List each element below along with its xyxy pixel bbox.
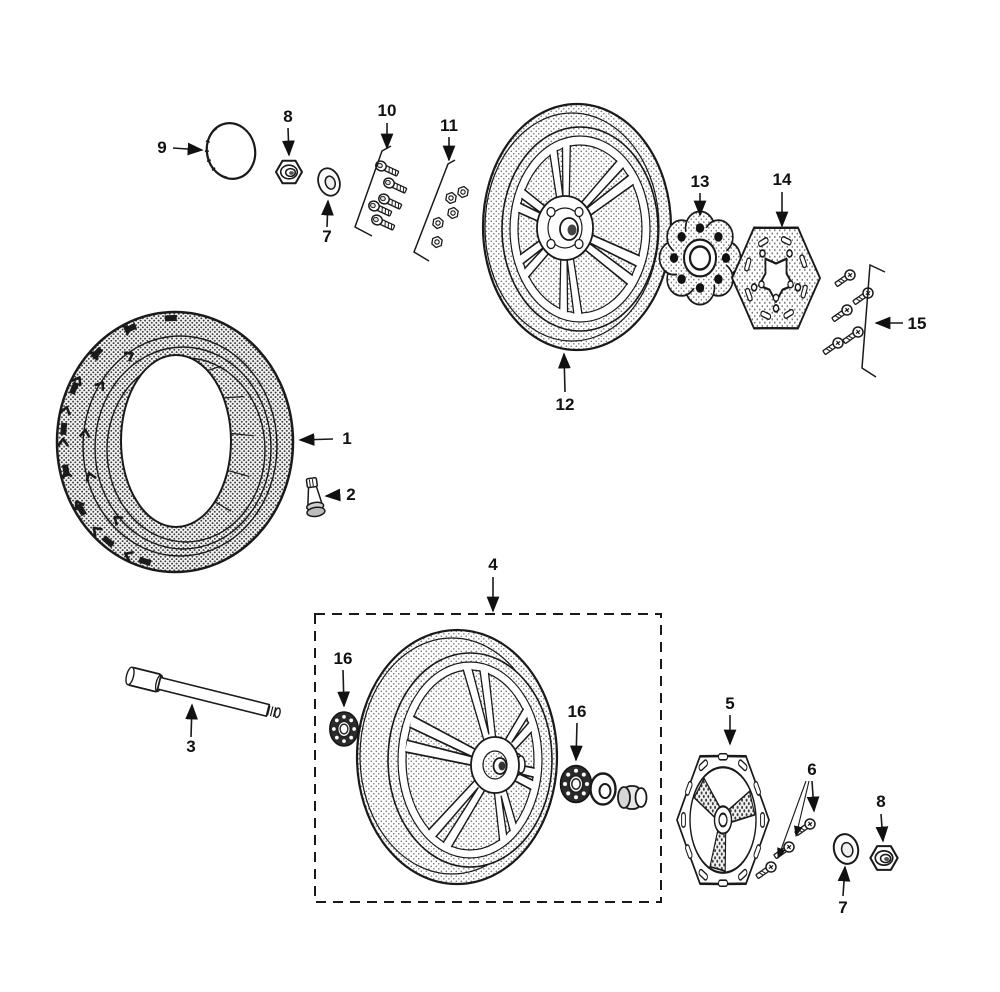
front-axle [125, 666, 281, 719]
callout-label-valve: 2 [346, 485, 355, 504]
callout-label-screw-set: 10 [378, 101, 397, 120]
callout-front-disc-bolts: 6 [777, 760, 820, 860]
callout-axle-nut-top: 8 [282, 107, 295, 157]
callout-hub-cap: 9 [157, 138, 204, 157]
callout-label-washer-top: 7 [322, 227, 331, 246]
callout-label-hub-cap: 9 [157, 138, 166, 157]
callout-label-axle: 3 [186, 737, 195, 756]
cush-drive-hub [658, 210, 742, 306]
callout-bearing-left: 16 [334, 649, 353, 708]
callout-cush-drive-hub: 13 [691, 172, 710, 217]
callout-axle: 3 [185, 703, 198, 756]
front-wheel-assembly-box [314, 613, 662, 903]
axle-nut-top [275, 159, 303, 185]
callout-label-cush-drive-hub: 13 [691, 172, 710, 191]
hub-cap [204, 122, 257, 180]
washer-top [317, 167, 341, 197]
disc-slots [681, 752, 765, 888]
callout-label-nut-set: 11 [440, 116, 458, 135]
tire-valve [305, 476, 326, 518]
callout-front-brake-disc: 5 [723, 694, 737, 746]
callout-label-tire: 1 [342, 429, 351, 448]
seal-ring [589, 772, 617, 806]
callout-label-front-brake-disc: 5 [725, 694, 734, 713]
callout-tire: 1 [298, 429, 352, 448]
callout-screw-set: 10 [378, 101, 397, 150]
callout-rear-wheel: 12 [556, 352, 575, 414]
callout-bearing-right: 16 [568, 702, 587, 762]
rear-brake-disc [731, 226, 821, 330]
callout-rear-disc-bolts: 15 [874, 314, 927, 333]
callout-label-bearing-left: 16 [334, 649, 353, 668]
callouts: 1 2 3 4 5 6 7 8 [157, 101, 926, 917]
callout-rear-brake-disc: 14 [773, 170, 792, 228]
callout-label-rear-wheel: 12 [556, 395, 575, 414]
wheel-bearing-right [559, 764, 593, 804]
callout-label-rear-brake-disc: 14 [773, 170, 792, 189]
front-brake-disc [676, 752, 770, 888]
callout-front-wheel-box: 4 [486, 555, 500, 613]
wheel-bearing-left [328, 711, 360, 747]
rear-wheel [481, 102, 673, 352]
screw-set [354, 145, 409, 237]
callout-label-front-wheel-box: 4 [488, 555, 498, 574]
axle-nut-bottom [869, 845, 899, 871]
callout-washer-top: 7 [321, 199, 334, 246]
callout-axle-nut-bottom: 8 [875, 792, 889, 843]
callout-label-bearing-right: 16 [568, 702, 587, 721]
callout-label-axle-nut-bottom: 8 [876, 792, 885, 811]
front-wheel [355, 628, 559, 886]
callout-valve: 2 [324, 485, 356, 504]
spacer [617, 785, 648, 810]
callout-label-washer-bottom: 7 [838, 898, 847, 917]
callout-washer-bottom: 7 [837, 865, 851, 917]
disc-slots [744, 236, 808, 320]
washer-bottom [832, 833, 860, 865]
nut-set [413, 159, 471, 262]
callout-label-front-disc-bolts: 6 [807, 760, 816, 779]
tire [55, 310, 295, 574]
callout-nut-set: 11 [440, 116, 458, 162]
callout-label-axle-nut-top: 8 [283, 107, 292, 126]
callout-label-rear-disc-bolts: 15 [908, 314, 927, 333]
rear-disc-bolt-set [820, 263, 886, 378]
tire-sidewall-lines [207, 365, 254, 512]
